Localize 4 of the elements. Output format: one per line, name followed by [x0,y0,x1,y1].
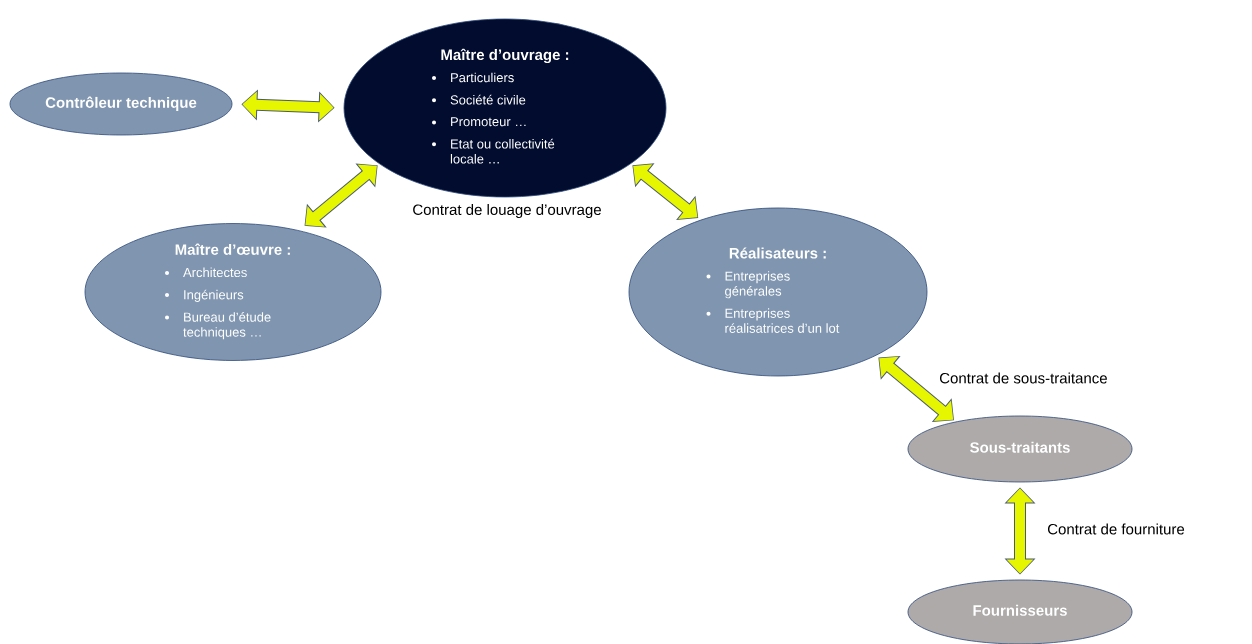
double-arrow [304,163,378,228]
edge-label: Contrat de sous-traitance [938,371,1109,385]
edge-label: Contrat de fourniture [1046,522,1186,536]
contract-label: Contrat de louage d’ouvrage [411,203,603,219]
